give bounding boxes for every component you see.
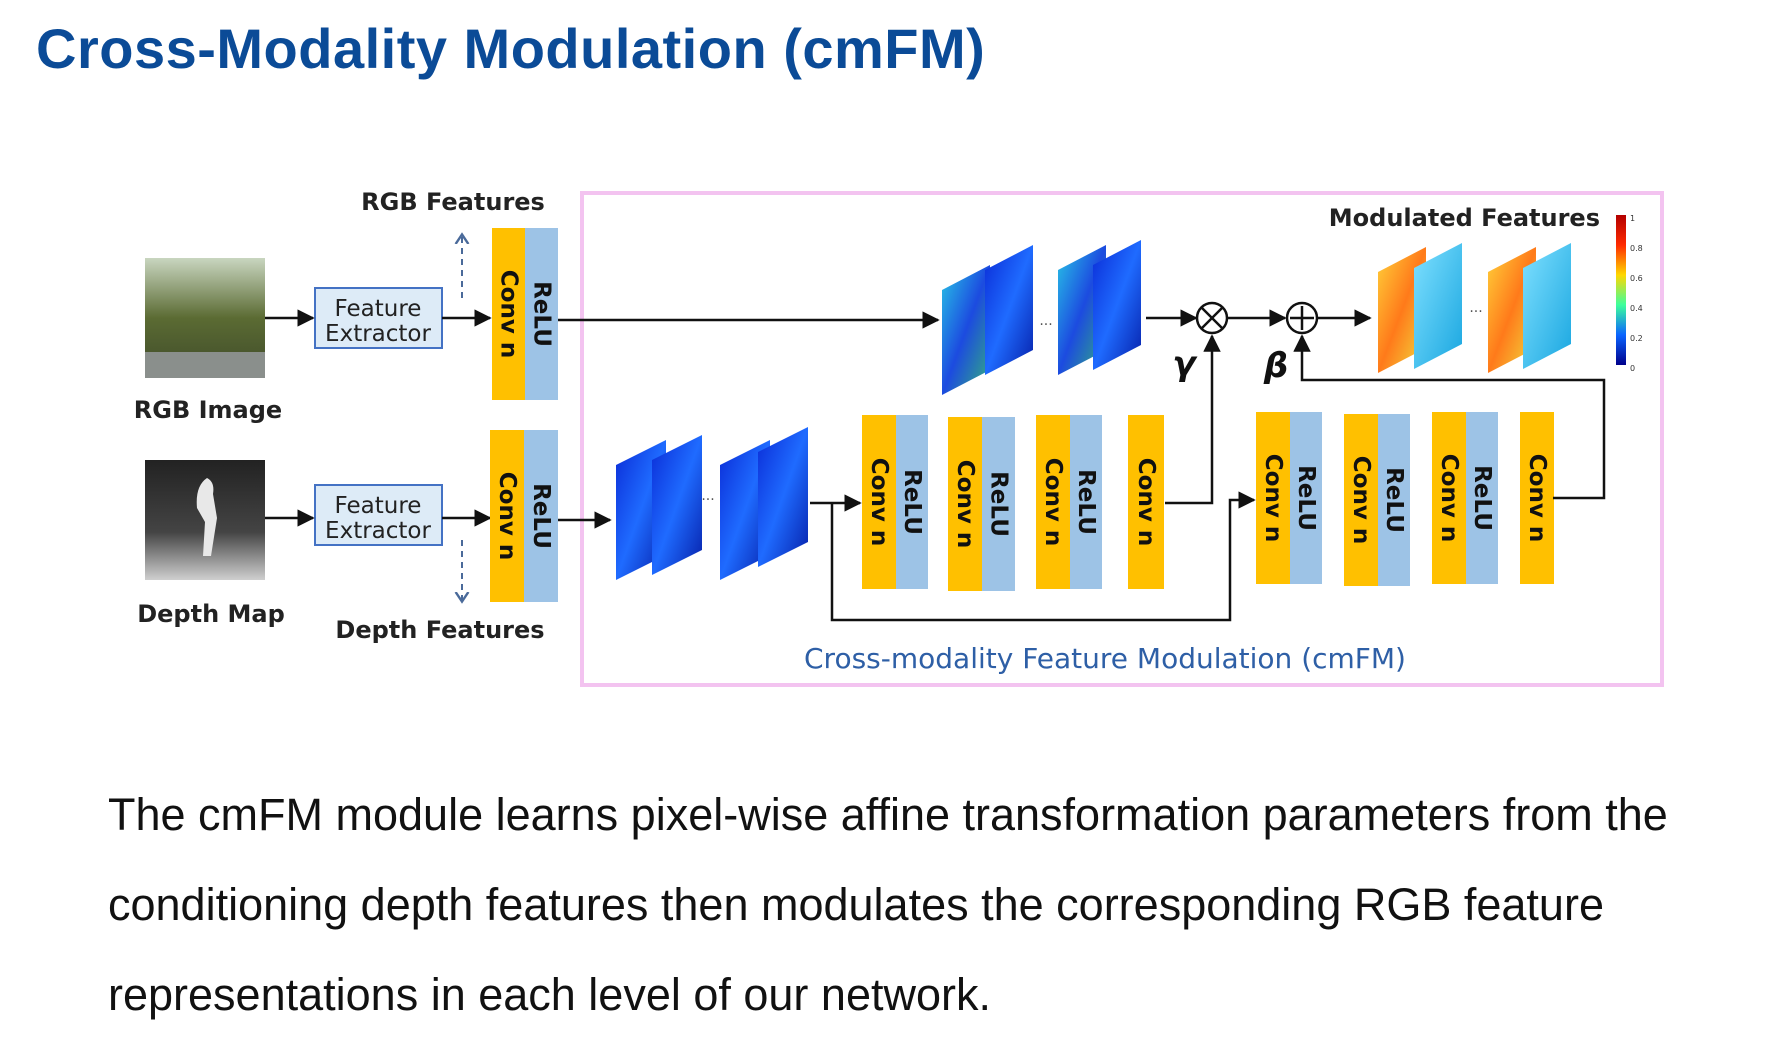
colorbar-tick-label: 0	[1630, 364, 1635, 373]
add-node	[1285, 301, 1319, 335]
depth-features-label: Depth Features	[335, 616, 544, 644]
colorbar-ticks: 1 0.8 0.6 0.4 0.2 0	[1630, 214, 1643, 373]
multiply-node	[1195, 301, 1229, 335]
depth-relu-block: ReLU	[524, 430, 558, 602]
beta-conv-block-3: Conv n	[1432, 412, 1466, 584]
conv-label: Conv n	[1348, 456, 1374, 544]
cmfm-diagram: RGB Image Depth Map Feature Extractor Fe…	[134, 188, 1664, 687]
colorbar-tick-label: 0.2	[1630, 334, 1643, 343]
gamma-conv-block-1: Conv n	[862, 415, 896, 589]
colorbar-tick-label: 0.8	[1630, 244, 1643, 253]
svg-text:Extractor: Extractor	[325, 518, 431, 544]
gamma-conv-block-4: Conv n	[1128, 415, 1164, 589]
beta-conv-block-2: Conv n	[1344, 414, 1378, 586]
colorbar-tick-label: 0.4	[1630, 304, 1643, 313]
relu-label: ReLU	[529, 281, 555, 347]
beta-conv-block-4: Conv n	[1520, 412, 1554, 584]
colorbar	[1616, 215, 1626, 365]
rgb-relu-block: ReLU	[525, 228, 558, 400]
relu-label: ReLU	[528, 483, 554, 549]
relu-label: ReLU	[1469, 465, 1495, 531]
gamma-conv-block-2: Conv n	[948, 417, 982, 591]
beta-label: β	[1263, 346, 1288, 386]
relu-label: ReLU	[1073, 469, 1099, 535]
gamma-conv-block-3: Conv n	[1036, 415, 1070, 589]
depth-conv-block: Conv n	[490, 430, 524, 602]
rgb-conv-block: Conv n	[492, 228, 525, 400]
slide-title: Cross-Modality Modulation (cmFM)	[36, 17, 986, 80]
svg-text:Feature: Feature	[335, 493, 422, 519]
rgb-image-road	[145, 352, 265, 378]
feature-extractor-depth: Feature Extractor	[314, 484, 443, 546]
depth-map-person	[196, 478, 217, 556]
relu-label: ReLU	[1293, 465, 1319, 531]
skip-to-beta-branch	[830, 491, 1256, 622]
beta-relu-block-1: ReLU	[1290, 412, 1322, 584]
colorbar-tick-label: 1	[1630, 214, 1635, 223]
slide-caption: The cmFM module learns pixel-wise affine…	[108, 789, 1668, 1020]
colorbar-tick-label: 0.6	[1630, 274, 1643, 283]
rgb-image-label: RGB Image	[134, 396, 282, 424]
conv-label: Conv n	[496, 270, 522, 358]
arrow-gamma-up	[1165, 334, 1221, 505]
beta-conv-block-1: Conv n	[1256, 412, 1290, 584]
gamma-relu-block-2: ReLU	[982, 417, 1015, 591]
relu-label: ReLU	[1381, 467, 1407, 533]
conv-label: Conv n	[1133, 458, 1159, 546]
rgb-features-label: RGB Features	[361, 188, 545, 216]
conv-label: Conv n	[1524, 454, 1550, 542]
modulated-maps-ellipsis: ...	[1469, 300, 1482, 316]
conv-label: Conv n	[952, 460, 978, 548]
cmfm-module-label: Cross-modality Feature Modulation (cmFM)	[804, 642, 1406, 675]
rgb-maps-ellipsis: ...	[1039, 313, 1052, 329]
svg-text:Extractor: Extractor	[325, 321, 431, 347]
rgb-feature-maps	[942, 240, 1141, 395]
beta-relu-block-2: ReLU	[1378, 414, 1410, 586]
modulated-feature-maps	[1378, 243, 1571, 373]
depth-maps-ellipsis: ...	[701, 488, 714, 504]
gamma-label: γ	[1172, 344, 1198, 384]
gamma-relu-block-1: ReLU	[896, 415, 928, 589]
arrow-beta-up	[1293, 334, 1606, 500]
depth-feature-maps	[616, 427, 808, 580]
depth-map-label: Depth Map	[137, 600, 285, 628]
cmfm-module-border	[580, 191, 1664, 687]
relu-label: ReLU	[986, 471, 1012, 537]
svg-text:Feature: Feature	[335, 296, 422, 322]
relu-label: ReLU	[899, 469, 925, 535]
conv-label: Conv n	[1436, 454, 1462, 542]
beta-relu-block-3: ReLU	[1466, 412, 1498, 584]
conv-label: Conv n	[866, 458, 892, 546]
feature-extractor-rgb: Feature Extractor	[314, 287, 443, 349]
conv-label: Conv n	[1260, 454, 1286, 542]
conv-label: Conv n	[494, 472, 520, 560]
gamma-relu-block-3: ReLU	[1070, 415, 1102, 589]
modulated-features-label: Modulated Features	[1329, 204, 1600, 232]
conv-label: Conv n	[1040, 458, 1066, 546]
